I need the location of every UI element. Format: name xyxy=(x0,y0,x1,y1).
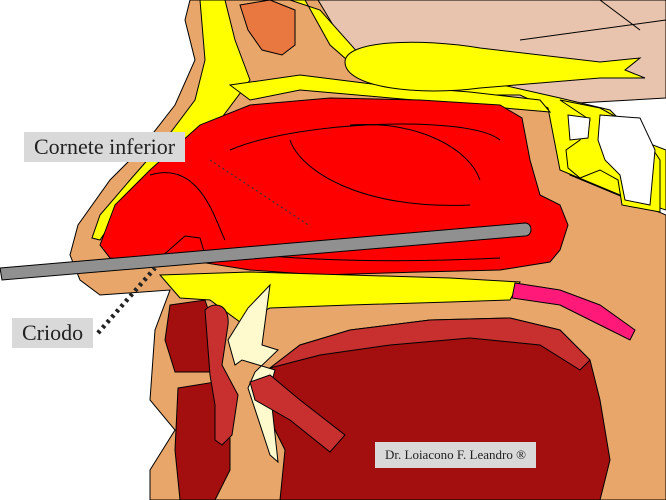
author-credit: Dr. Loiacono F. Leandro ® xyxy=(375,442,536,468)
soft-palate xyxy=(511,282,636,341)
sphenoid-cavity xyxy=(597,114,656,206)
frontal-sinus xyxy=(239,0,296,56)
turbinate-contours xyxy=(149,123,501,262)
probe-label: Criodo xyxy=(12,318,94,348)
probe-leader-line xyxy=(96,266,157,335)
skull-lines xyxy=(470,0,666,41)
epiglottis xyxy=(227,283,279,464)
cryoprobe xyxy=(0,222,532,281)
tongue-process xyxy=(249,374,346,453)
sphenoid-body xyxy=(344,41,646,92)
tongue-surface xyxy=(269,317,591,371)
turbinate-label: Cornete inferior xyxy=(24,132,186,162)
incisor xyxy=(204,304,239,446)
sphenoid-cavity-small xyxy=(567,114,591,141)
